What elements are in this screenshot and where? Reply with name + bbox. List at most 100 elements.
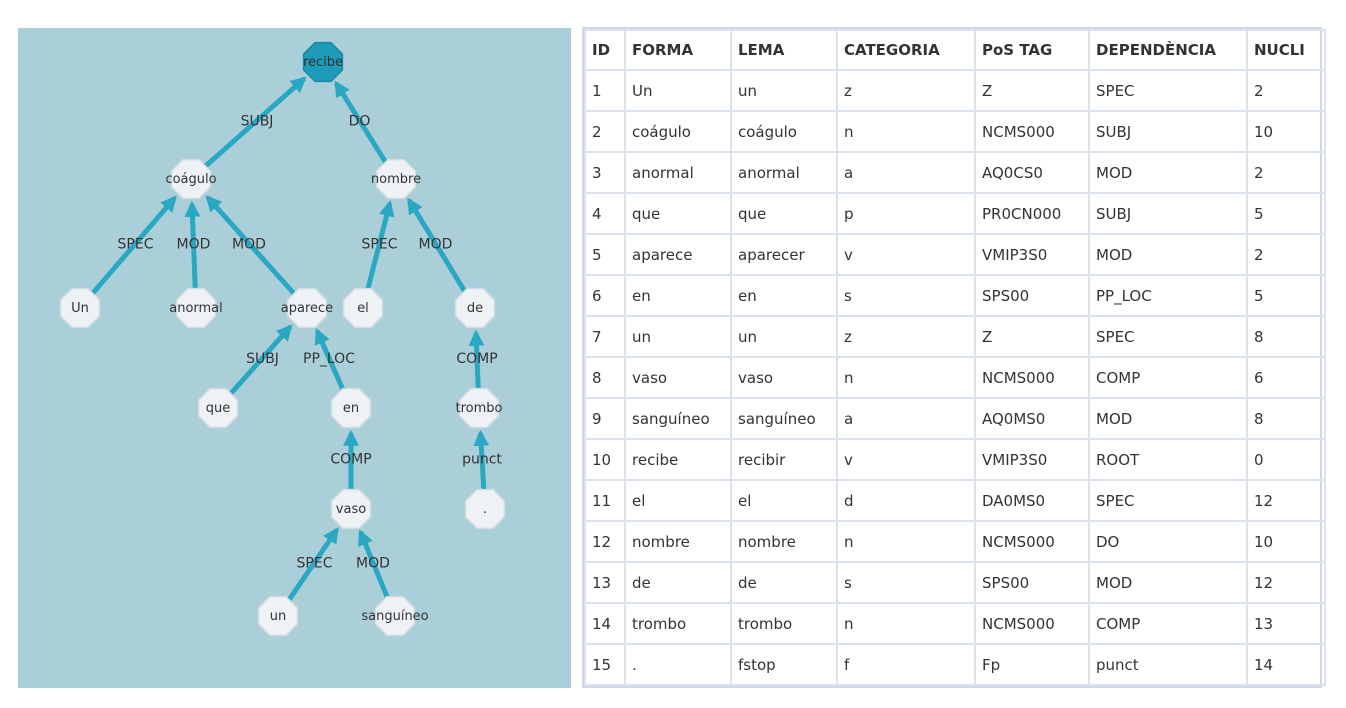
table-cell: Fp — [974, 643, 1090, 686]
edge-label: PP_LOC — [303, 351, 355, 367]
table-cell: recibe — [624, 438, 732, 481]
table-cell: 2 — [1246, 151, 1326, 194]
table-cell: . — [624, 643, 732, 686]
table-cell: anormal — [624, 151, 732, 194]
table-cell: SPEC — [1088, 479, 1248, 522]
table-cell: z — [836, 69, 976, 112]
table-cell: SPEC — [1088, 69, 1248, 112]
table-cell: v — [836, 438, 976, 481]
column-header: NUCLI — [1246, 29, 1326, 71]
table-cell: v — [836, 233, 976, 276]
dependency-edge — [473, 429, 490, 491]
tree-node: recibe — [302, 41, 344, 83]
table-cell: VMIP3S0 — [974, 438, 1090, 481]
node-label: de — [467, 301, 483, 316]
node-shape — [374, 595, 416, 637]
dependency-edge — [334, 80, 389, 165]
node-label: recibe — [303, 55, 343, 70]
table-cell: coágulo — [730, 110, 838, 153]
tree-node: trombo — [456, 387, 503, 429]
table-cell: COMP — [1088, 602, 1248, 645]
table-cell: 5 — [584, 233, 626, 276]
tree-node: que — [197, 387, 239, 429]
node-label: un — [270, 609, 286, 624]
table-cell: 13 — [1246, 602, 1326, 645]
table-cell: DA0MS0 — [974, 479, 1090, 522]
table-cell: a — [836, 151, 976, 194]
table-cell: 3 — [584, 151, 626, 194]
table-cell: 5 — [1246, 274, 1326, 317]
table-cell: de — [624, 561, 732, 604]
table-cell: DO — [1088, 520, 1248, 563]
table-cell: que — [730, 192, 838, 235]
dependency-edge — [203, 76, 307, 169]
table-cell: 7 — [584, 315, 626, 358]
table-cell: MOD — [1088, 233, 1248, 276]
dependency-edge — [184, 200, 201, 290]
table-cell: aparece — [624, 233, 732, 276]
table-cell: a — [836, 397, 976, 440]
table-cell: n — [836, 110, 976, 153]
table-cell: Un — [624, 69, 732, 112]
column-header: ID — [584, 29, 626, 71]
edge-label: SPEC — [362, 237, 398, 253]
table-cell: en — [624, 274, 732, 317]
edge-label: SUBJ — [246, 351, 279, 367]
table-cell: trombo — [730, 602, 838, 645]
table-cell: PR0CN000 — [974, 192, 1090, 235]
tree-node: aparece — [281, 287, 333, 329]
table-cell: el — [730, 479, 838, 522]
node-shape — [286, 287, 328, 329]
table-cell: un — [730, 69, 838, 112]
column-header: PoS TAG — [974, 29, 1090, 71]
node-label: Un — [71, 301, 89, 316]
node-label: sanguíneo — [361, 609, 428, 624]
table-cell: n — [836, 356, 976, 399]
table-cell: p — [836, 192, 976, 235]
dependency-edge — [90, 195, 177, 296]
edge-label: COMP — [456, 351, 497, 367]
table-cell: 15 — [584, 643, 626, 686]
node-label: anormal — [169, 301, 223, 316]
table-cell: nombre — [730, 520, 838, 563]
table-cell: MOD — [1088, 397, 1248, 440]
node-shape — [330, 387, 372, 429]
node-label: . — [483, 502, 487, 517]
edge-label: DO — [349, 114, 371, 130]
table-cell: punct — [1088, 643, 1248, 686]
column-header: LEMA — [730, 29, 838, 71]
table-cell: 8 — [1246, 315, 1326, 358]
table-cell: 12 — [584, 520, 626, 563]
node-label: nombre — [371, 172, 421, 187]
tree-node: un — [257, 595, 299, 637]
table-cell: SPEC — [1088, 315, 1248, 358]
table-cell: ROOT — [1088, 438, 1248, 481]
table-cell: n — [836, 520, 976, 563]
edge-label: MOD — [419, 237, 453, 253]
edge-label: MOD — [232, 237, 266, 253]
table-cell: 14 — [584, 602, 626, 645]
tree-node: . — [464, 488, 506, 530]
node-shape — [454, 287, 496, 329]
table-cell: nombre — [624, 520, 732, 563]
tree-node: vaso — [330, 488, 372, 530]
table-cell: 14 — [1246, 643, 1326, 686]
dependency-edge — [357, 529, 391, 600]
table-cell: sanguíneo — [624, 397, 732, 440]
tree-node: en — [330, 387, 372, 429]
edge-label: SPEC — [297, 556, 333, 572]
column-header: DEPENDÈNCIA — [1088, 29, 1248, 71]
table-cell: 10 — [1246, 110, 1326, 153]
node-shape — [342, 287, 384, 329]
table-cell: SUBJ — [1088, 192, 1248, 235]
